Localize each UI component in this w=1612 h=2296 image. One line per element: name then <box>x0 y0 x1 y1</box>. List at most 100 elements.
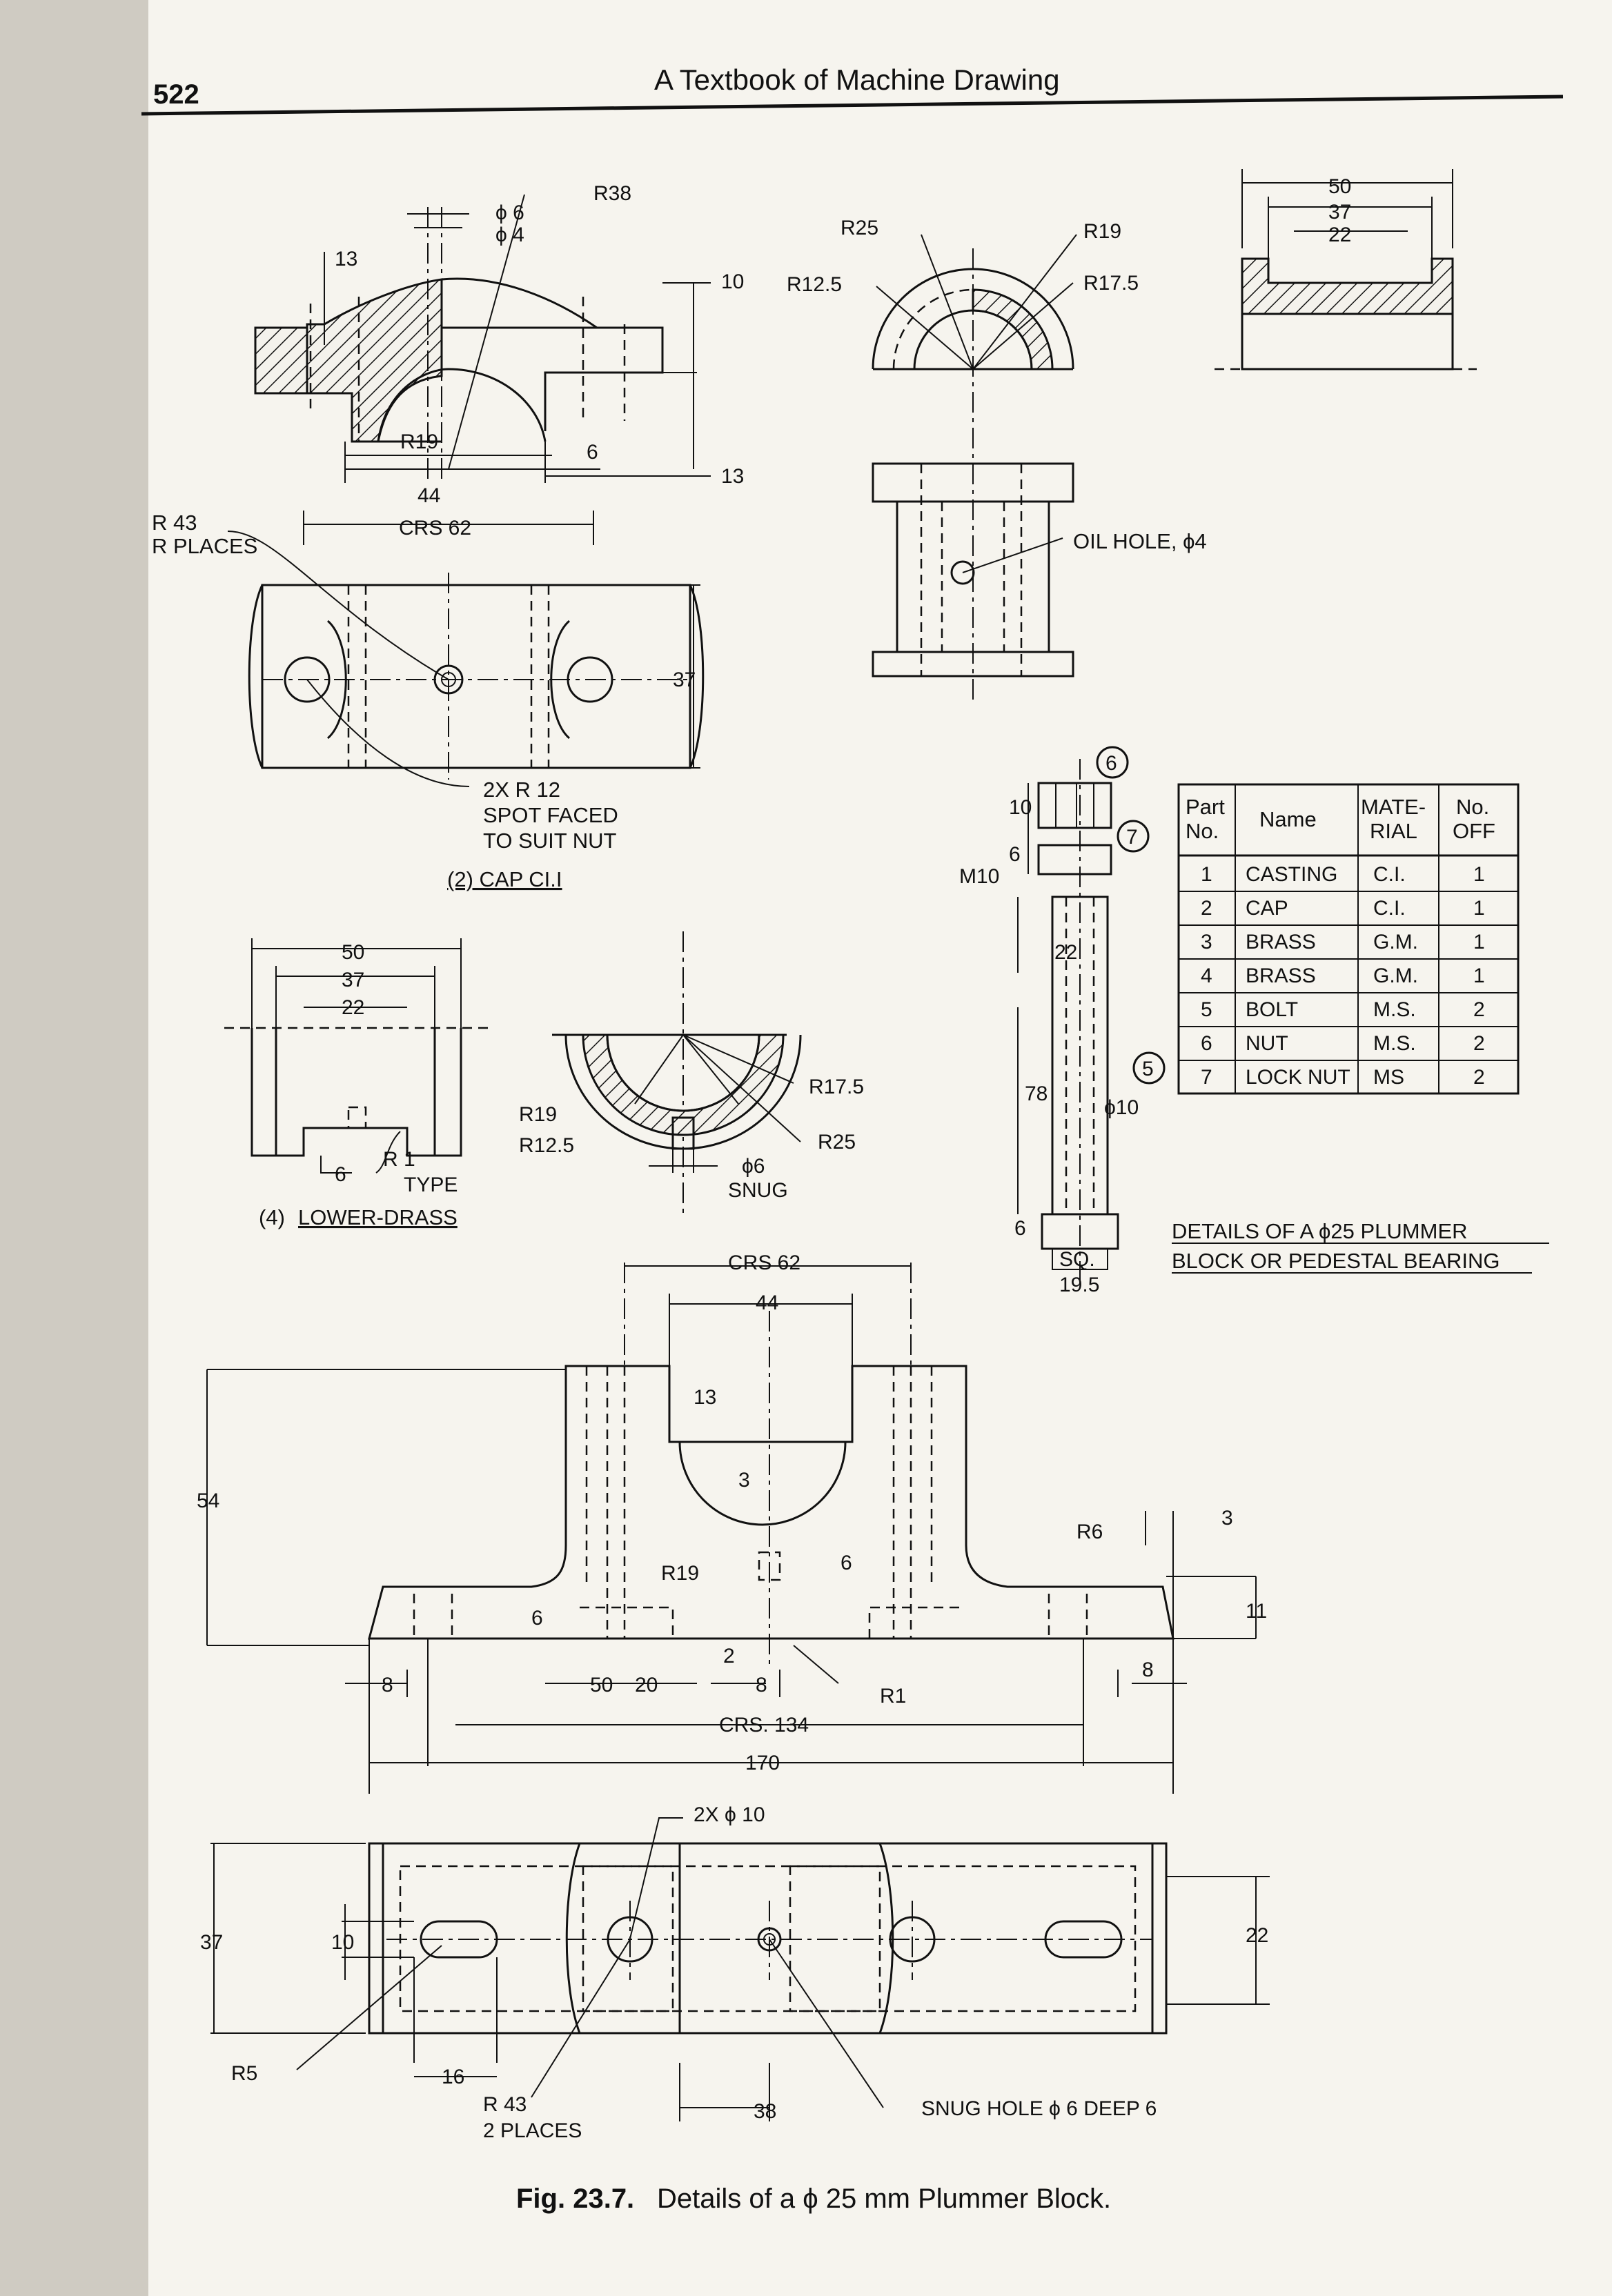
svg-text:37: 37 <box>200 1931 223 1954</box>
table-row: 2 CAP C.I. 1 <box>1201 897 1485 920</box>
svg-text:SPOT FACED: SPOT FACED <box>483 803 618 827</box>
svg-text:MS: MS <box>1373 1066 1404 1089</box>
svg-text:R17.5: R17.5 <box>1083 272 1139 295</box>
svg-text:8: 8 <box>382 1674 393 1696</box>
svg-text:TYPE: TYPE <box>404 1174 458 1196</box>
figure-caption: Fig. 23.7. Details of a ϕ 25 mm Plummer … <box>516 2184 1111 2214</box>
svg-text:1: 1 <box>1473 931 1485 953</box>
svg-text:BRASS: BRASS <box>1246 964 1316 987</box>
bolt-view <box>1017 746 1166 1283</box>
upper-brass-view <box>872 234 1077 704</box>
page-header: 522 A Textbook of Machine Drawing <box>141 63 1564 116</box>
lower-brass-caption: LOWER-DRASS <box>298 1205 458 1229</box>
svg-text:2: 2 <box>1201 897 1212 920</box>
cap-dimensions: ϕ 6 ϕ 4 R38 13 10 R19 6 44 13 CRS 62 37 … <box>152 182 744 891</box>
svg-text:R19: R19 <box>661 1562 699 1585</box>
balloon-6: 6 <box>1105 752 1117 775</box>
snug-hole-label: SNUG HOLE ϕ 6 DEEP 6 <box>921 2097 1157 2120</box>
svg-text:13: 13 <box>721 465 744 488</box>
cap-r43-note: R 43 <box>152 511 197 535</box>
svg-text:OFF: OFF <box>1453 819 1495 843</box>
svg-text:Part: Part <box>1186 795 1225 819</box>
svg-text:50: 50 <box>342 941 364 964</box>
table-row: 3 BRASS G.M. 1 <box>1201 931 1485 953</box>
svg-text:CAP: CAP <box>1246 897 1288 920</box>
svg-text:ϕ6: ϕ6 <box>742 1155 765 1178</box>
casting-front-dims: CRS 62 44 13 3 54 R6 3 R19 6 11 6 2 8 50… <box>197 1251 1267 1774</box>
brass-section-view <box>1215 169 1477 370</box>
upper-brass-labels: R25 R19 R12.5 R17.5 OIL HOLE, ϕ4 <box>787 217 1207 553</box>
svg-text:R19: R19 <box>519 1103 557 1126</box>
svg-text:37: 37 <box>342 969 364 991</box>
svg-text:R19: R19 <box>400 430 438 453</box>
svg-text:20: 20 <box>635 1674 658 1696</box>
svg-text:TO SUIT NUT: TO SUIT NUT <box>483 829 617 853</box>
svg-text:8: 8 <box>1142 1659 1154 1681</box>
figure-title: Details of a ϕ 25 mm Plummer Block. <box>657 2184 1111 2214</box>
svg-text:R17.5: R17.5 <box>809 1076 864 1098</box>
svg-text:R6: R6 <box>1077 1521 1103 1543</box>
svg-text:R25: R25 <box>841 217 878 239</box>
brass-section-dims: 50 37 22 <box>1328 175 1351 246</box>
svg-text:(4): (4) <box>259 1205 285 1229</box>
svg-text:LOCK NUT: LOCK NUT <box>1246 1066 1350 1089</box>
svg-text:6: 6 <box>531 1607 543 1630</box>
svg-text:1: 1 <box>1201 863 1212 886</box>
svg-text:CRS 62: CRS 62 <box>399 517 471 540</box>
svg-text:11: 11 <box>1246 1600 1267 1623</box>
binding-shadow <box>0 0 148 2296</box>
svg-text:G.M.: G.M. <box>1373 931 1418 953</box>
casting-front-view <box>206 1263 1257 1794</box>
svg-text:NUT: NUT <box>1246 1032 1288 1055</box>
svg-text:6: 6 <box>1201 1032 1212 1055</box>
table-row: 4 BRASS G.M. 1 <box>1201 964 1485 987</box>
svg-text:R25: R25 <box>818 1131 856 1154</box>
svg-text:5: 5 <box>1201 998 1212 1021</box>
svg-text:10: 10 <box>721 270 744 293</box>
figure-label: Fig. 23.7. <box>516 2184 634 2214</box>
svg-text:170: 170 <box>745 1752 780 1774</box>
svg-text:R PLACES: R PLACES <box>152 534 257 558</box>
bolt-dims: 10 6 M10 22 78 ϕ10 6 SQ. 19.5 6 7 5 <box>959 752 1154 1296</box>
balloon-5: 5 <box>1142 1058 1154 1080</box>
svg-text:1: 1 <box>1473 964 1485 987</box>
svg-text:2 PLACES: 2 PLACES <box>483 2119 582 2142</box>
svg-text:C.I.: C.I. <box>1373 897 1406 920</box>
svg-text:44: 44 <box>417 484 440 507</box>
svg-text:78: 78 <box>1025 1082 1048 1105</box>
table-row: 5 BOLT M.S. 2 <box>1201 998 1485 1021</box>
table-row: 7 LOCK NUT MS 2 <box>1201 1066 1485 1089</box>
svg-text:50: 50 <box>1328 175 1351 198</box>
svg-text:10: 10 <box>331 1931 354 1954</box>
svg-text:CRS. 134: CRS. 134 <box>719 1714 809 1736</box>
svg-text:RIAL: RIAL <box>1370 819 1417 843</box>
svg-text:R12.5: R12.5 <box>787 273 842 296</box>
svg-text:BOLT: BOLT <box>1246 998 1298 1021</box>
svg-text:BLOCK OR PEDESTAL BEARING: BLOCK OR PEDESTAL BEARING <box>1172 1249 1500 1273</box>
svg-text:16: 16 <box>442 2066 464 2088</box>
lower-brass-front-view <box>552 931 802 1214</box>
svg-text:6: 6 <box>335 1163 346 1186</box>
spot-face-note: 2X R 12 <box>483 778 560 802</box>
svg-text:10: 10 <box>1009 796 1032 819</box>
lower-brass-labels: 50 37 22 R 1 6 TYPE (4) LOWER-DRASS R19 … <box>259 941 864 1229</box>
cap-caption: (2) CAP CI.I <box>447 867 562 891</box>
svg-text:ϕ10: ϕ10 <box>1104 1096 1139 1119</box>
svg-text:2: 2 <box>723 1645 735 1667</box>
svg-text:R38: R38 <box>593 182 631 205</box>
svg-text:6: 6 <box>1014 1217 1026 1240</box>
svg-text:8: 8 <box>756 1674 767 1696</box>
parts-table: Part No. Name MATE- RIAL No. OFF <box>1177 783 1520 1095</box>
svg-text:M.S.: M.S. <box>1373 1032 1416 1055</box>
svg-text:44: 44 <box>756 1292 778 1314</box>
svg-text:6: 6 <box>587 441 598 464</box>
svg-text:2: 2 <box>1473 998 1485 1021</box>
svg-text:6: 6 <box>1009 843 1021 866</box>
svg-text:Name: Name <box>1259 807 1317 831</box>
svg-text:19.5: 19.5 <box>1059 1274 1099 1296</box>
svg-text:R 43: R 43 <box>483 2093 527 2116</box>
svg-text:CRS 62: CRS 62 <box>728 1251 800 1274</box>
svg-text:38: 38 <box>754 2100 776 2123</box>
svg-text:37: 37 <box>673 669 696 691</box>
